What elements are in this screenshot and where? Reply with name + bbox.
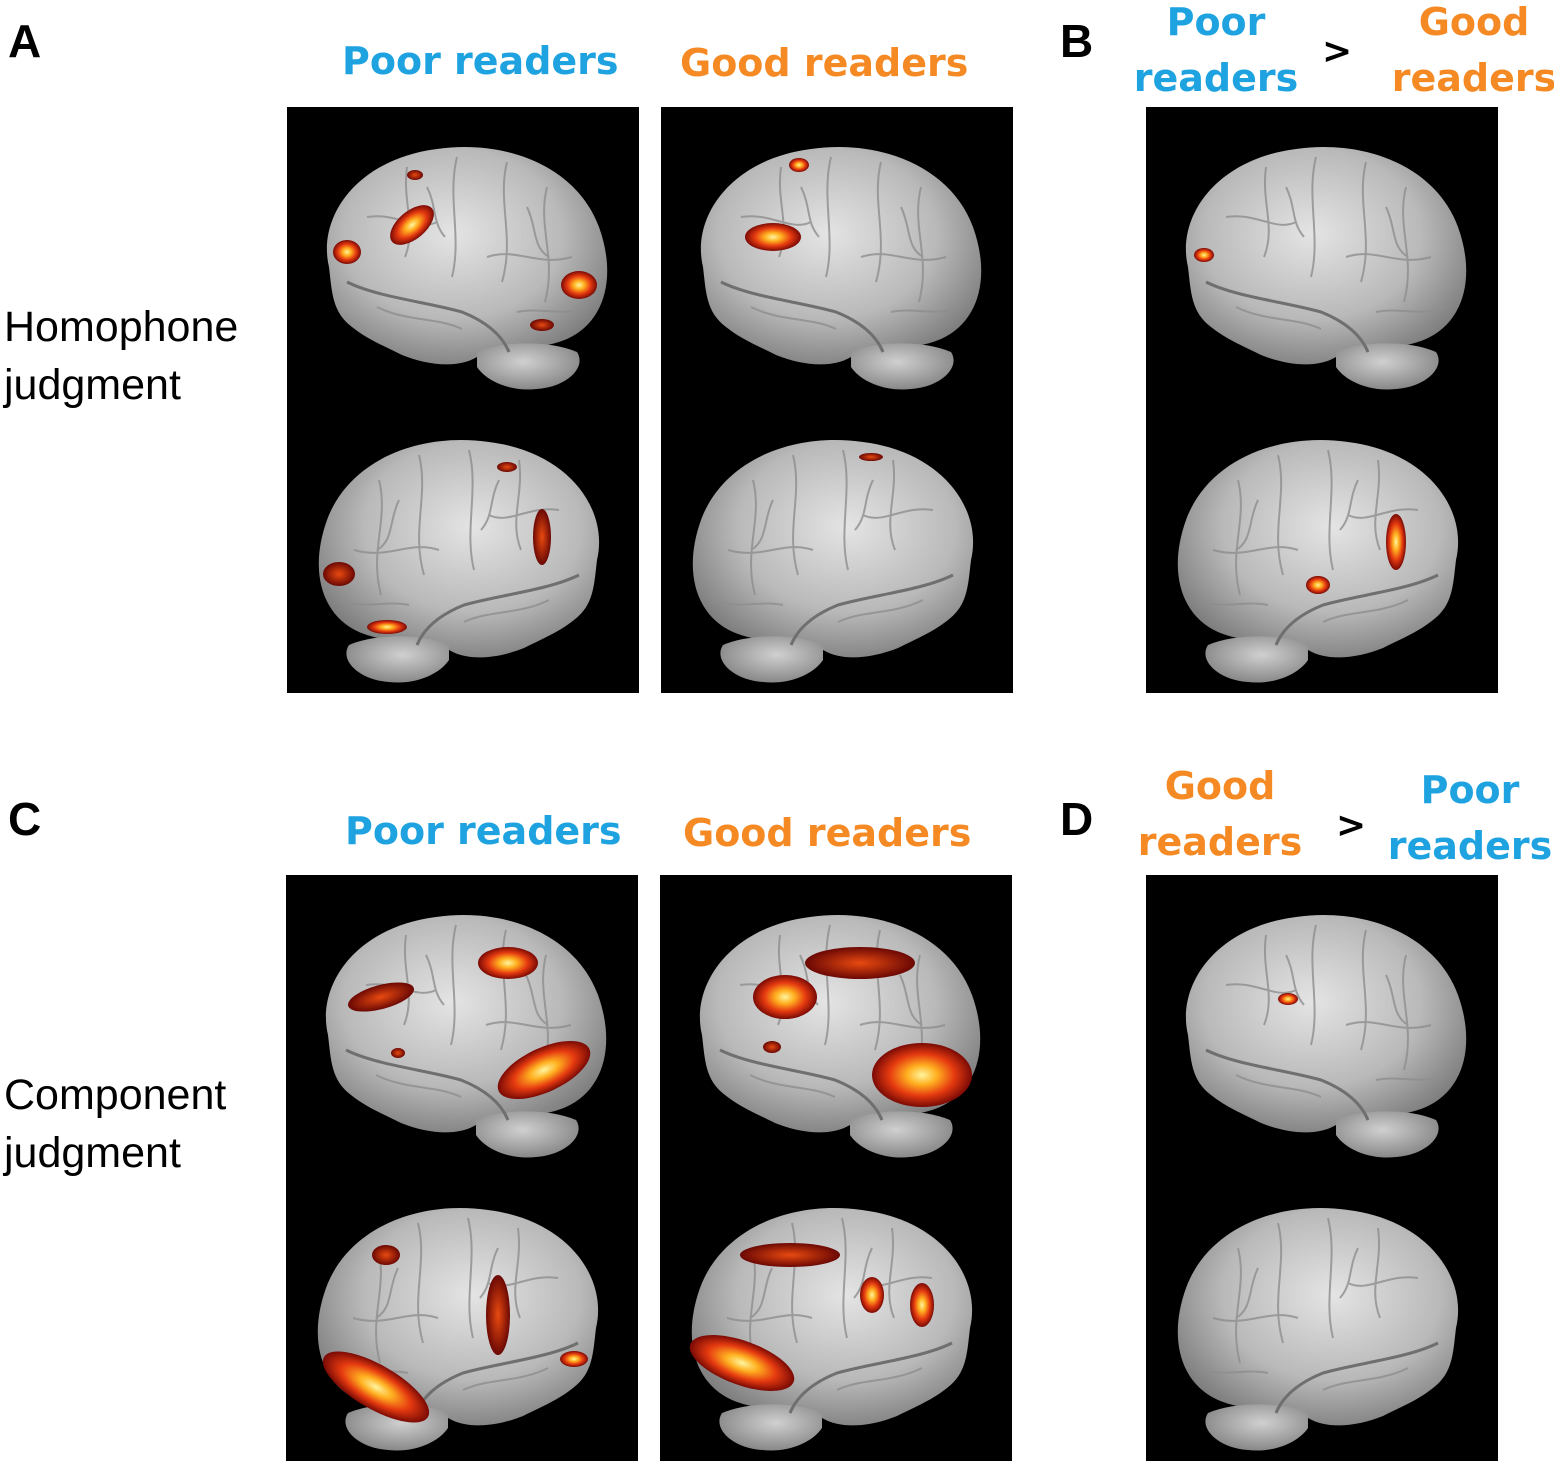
activation-blob [348, 982, 414, 1012]
activation-blob [497, 1040, 591, 1100]
activation-blob [333, 240, 361, 264]
activation-blob [497, 462, 517, 472]
activation-blob [560, 1351, 588, 1367]
b-left-label: Poor readers [1133, 0, 1299, 100]
activation-blob [745, 223, 801, 251]
b-greater-than: > [1322, 31, 1353, 72]
activation-blob [1278, 993, 1298, 1005]
brain-panel-a-good [661, 107, 1013, 693]
activation-blob [367, 620, 407, 634]
activation-blob [740, 1243, 840, 1267]
panel-letter-a: A [8, 15, 42, 67]
activation-blob [753, 975, 817, 1019]
activation-blob [323, 562, 355, 586]
activation-blob [372, 1245, 400, 1265]
poor-readers-label-c: Poor readers [345, 809, 622, 853]
activation-blob [322, 1351, 430, 1423]
activation-blob [859, 453, 883, 461]
activation-blob [1306, 576, 1330, 594]
activation-blob [1194, 248, 1214, 262]
brain-panel-b [1146, 107, 1498, 693]
activation-blob [1386, 514, 1406, 570]
d-right-label: Poor readers [1387, 768, 1553, 868]
good-readers-label-a: Good readers [680, 41, 969, 85]
activation-blob [561, 271, 597, 299]
activation-blob [789, 158, 809, 172]
panel-letter-c: C [8, 793, 42, 845]
panel-letter-b: B [1060, 15, 1094, 67]
activation-blob [478, 947, 538, 979]
row-label-homophone: Homophone judgment [4, 303, 239, 409]
activation-blob [530, 319, 554, 331]
brain-panel-a-poor [287, 107, 639, 693]
activation-blob [910, 1283, 934, 1327]
activation-blob [805, 947, 915, 979]
brain-panel-d [1146, 875, 1498, 1461]
brain-render-icon [317, 145, 609, 685]
poor-readers-label-a: Poor readers [342, 39, 619, 83]
panel-letter-d: D [1060, 793, 1094, 845]
d-left-label: Good readers [1137, 764, 1303, 864]
activation-blob [763, 1041, 781, 1053]
activation-blob [533, 509, 551, 565]
activation-blob [390, 205, 434, 245]
good-readers-label-c: Good readers [683, 811, 972, 855]
activation-blob [486, 1275, 510, 1355]
activation-blob [860, 1277, 884, 1313]
b-right-label: Good readers [1391, 0, 1554, 100]
activation-blob [689, 1335, 795, 1391]
activation-blob [391, 1048, 405, 1058]
d-greater-than: > [1336, 805, 1367, 846]
brain-panel-c-poor [286, 875, 638, 1461]
row-label-component: Component judgment [4, 1071, 227, 1177]
brain-panel-c-good [660, 875, 1012, 1461]
activation-blob [407, 170, 423, 180]
activation-blob [872, 1043, 972, 1107]
